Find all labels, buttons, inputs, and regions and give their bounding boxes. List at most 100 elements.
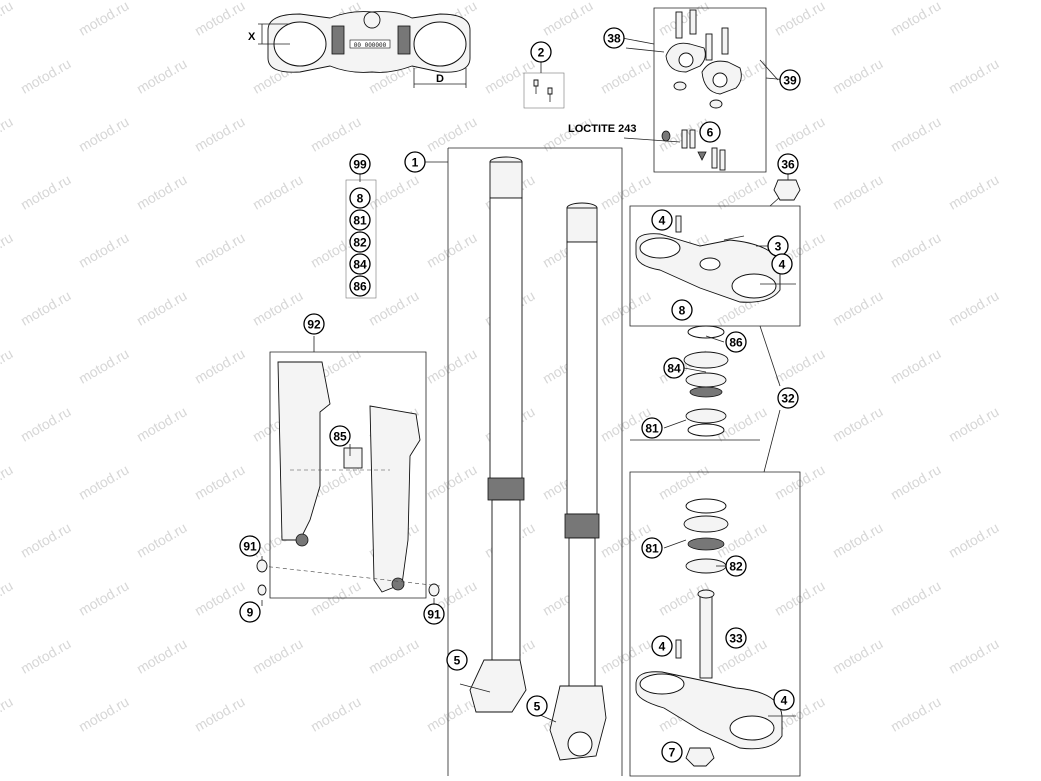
callout-leaders bbox=[261, 37, 789, 606]
callout-c6: 6 bbox=[699, 121, 721, 143]
callout-label: 2 bbox=[538, 46, 545, 60]
callout-label: 3 bbox=[775, 240, 782, 254]
callout-circle bbox=[641, 417, 663, 439]
callout-label: 81 bbox=[645, 422, 659, 436]
callout-label: 9 bbox=[247, 606, 254, 620]
dimension-x-label: X bbox=[248, 31, 256, 43]
callout-circle bbox=[663, 357, 685, 379]
callout-label: 39 bbox=[783, 74, 797, 88]
callout-label: 91 bbox=[427, 608, 441, 622]
callout-label: 4 bbox=[659, 214, 666, 228]
callout-c82a: 82 bbox=[349, 231, 371, 253]
callout-layer: 1234444556788932333638398181818282848485… bbox=[239, 27, 801, 763]
callout-circle bbox=[671, 299, 693, 321]
callout-c5b: 5 bbox=[526, 695, 548, 717]
callout-circle bbox=[423, 603, 445, 625]
callout-c7: 7 bbox=[661, 741, 683, 763]
callout-c86a: 86 bbox=[349, 275, 371, 297]
bleed-screw-group bbox=[523, 72, 565, 109]
callout-circle bbox=[651, 635, 673, 657]
callout-circle bbox=[530, 41, 552, 63]
callout-c4d: 4 bbox=[773, 689, 795, 711]
callout-label: 86 bbox=[729, 336, 743, 350]
fork-legs bbox=[447, 147, 623, 776]
dimension-d-label: D bbox=[436, 73, 444, 85]
upper-triple-clamp bbox=[629, 187, 801, 327]
callout-circle bbox=[725, 627, 747, 649]
callout-label: 1 bbox=[412, 156, 419, 170]
callout-label: 4 bbox=[781, 694, 788, 708]
callout-circle bbox=[404, 151, 426, 173]
callout-circle bbox=[779, 69, 801, 91]
callout-c1: 1 bbox=[404, 151, 426, 173]
callout-circle bbox=[446, 649, 468, 671]
callout-circle bbox=[773, 689, 795, 711]
kit-list-group bbox=[345, 174, 377, 299]
callout-label: 4 bbox=[659, 640, 666, 654]
callout-c39: 39 bbox=[779, 69, 801, 91]
callout-circle bbox=[303, 313, 325, 335]
callout-label: 5 bbox=[534, 700, 541, 714]
callout-label: 7 bbox=[669, 746, 676, 760]
callout-circle bbox=[526, 695, 548, 717]
callout-circle bbox=[239, 535, 261, 557]
callout-c91a: 91 bbox=[239, 535, 261, 557]
callout-c2: 2 bbox=[530, 41, 552, 63]
callout-c4a: 4 bbox=[651, 209, 673, 231]
callout-label: 92 bbox=[307, 318, 321, 332]
callout-label: 99 bbox=[353, 158, 367, 172]
callout-circle bbox=[349, 209, 371, 231]
callout-label: 82 bbox=[729, 560, 743, 574]
callout-label: 33 bbox=[729, 632, 743, 646]
callout-c85: 85 bbox=[329, 425, 351, 447]
callout-label: 38 bbox=[607, 32, 621, 46]
callout-circle bbox=[725, 331, 747, 353]
callout-c84a: 84 bbox=[349, 253, 371, 275]
callout-c81c: 81 bbox=[641, 537, 663, 559]
callout-circle bbox=[771, 253, 793, 275]
callout-circle bbox=[329, 425, 351, 447]
callout-c36: 36 bbox=[777, 153, 799, 175]
callout-c84b: 84 bbox=[663, 357, 685, 379]
callout-circle bbox=[641, 537, 663, 559]
callout-circle bbox=[349, 231, 371, 253]
callout-circle bbox=[349, 153, 371, 175]
lower-triple-clamp bbox=[629, 471, 801, 777]
callout-c91b: 91 bbox=[423, 603, 445, 625]
callout-c99: 99 bbox=[349, 153, 371, 175]
callout-c33: 33 bbox=[725, 627, 747, 649]
steering-nut bbox=[773, 179, 801, 201]
callout-label: 84 bbox=[353, 258, 367, 272]
callout-circle bbox=[239, 601, 261, 623]
callout-circle bbox=[651, 209, 673, 231]
callout-c3: 3 bbox=[767, 235, 789, 257]
callout-label: 81 bbox=[353, 214, 367, 228]
fork-guards bbox=[256, 336, 441, 599]
loctite-label: LOCTITE 243 bbox=[568, 123, 636, 135]
callout-c81a: 81 bbox=[349, 209, 371, 231]
callout-label: 5 bbox=[454, 654, 461, 668]
callout-label: 86 bbox=[353, 280, 367, 294]
callout-circle bbox=[349, 187, 371, 209]
svg-text:00 000000: 00 000000 bbox=[354, 42, 387, 49]
callout-c38: 38 bbox=[603, 27, 625, 49]
callout-label: 4 bbox=[779, 258, 786, 272]
callout-circle bbox=[777, 153, 799, 175]
upper-bearings bbox=[630, 325, 781, 473]
callout-label: 85 bbox=[333, 430, 347, 444]
callout-circle bbox=[349, 253, 371, 275]
callout-label: 6 bbox=[707, 126, 714, 140]
callout-c81b: 81 bbox=[641, 417, 663, 439]
callout-c8a: 8 bbox=[349, 187, 371, 209]
callout-label: 36 bbox=[781, 158, 795, 172]
callout-label: 84 bbox=[667, 362, 681, 376]
callout-circle bbox=[777, 387, 799, 409]
callout-circle bbox=[349, 275, 371, 297]
callout-circle bbox=[661, 741, 683, 763]
callout-circle bbox=[603, 27, 625, 49]
callout-label: 32 bbox=[781, 392, 795, 406]
callout-c4c: 4 bbox=[651, 635, 673, 657]
callout-c86b: 86 bbox=[725, 331, 747, 353]
callout-c4b: 4 bbox=[771, 253, 793, 275]
